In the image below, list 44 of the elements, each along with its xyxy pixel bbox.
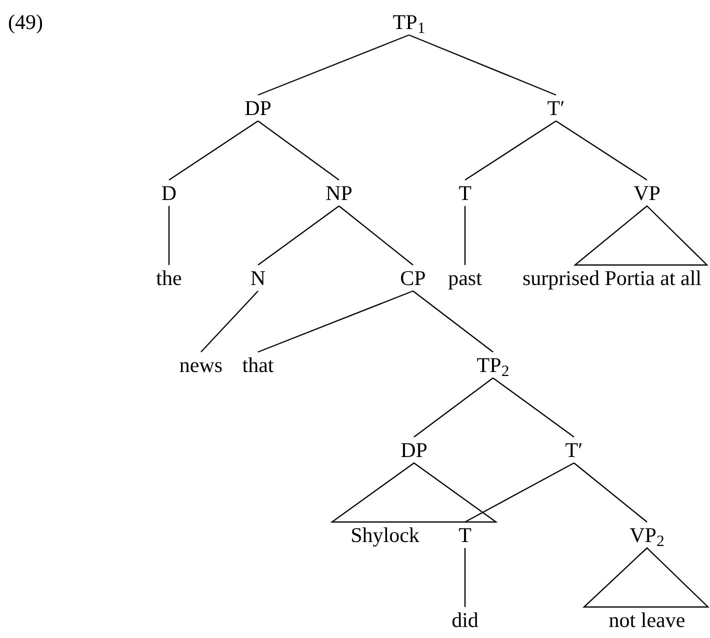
triangle-branch bbox=[582, 547, 710, 608]
branch-line bbox=[414, 378, 494, 438]
branch-line bbox=[574, 462, 648, 522]
branch-line bbox=[412, 290, 494, 352]
tree-node-label: D bbox=[161, 180, 177, 206]
branch-line bbox=[168, 120, 258, 180]
tree-node-label: VP$_{2}$ bbox=[630, 522, 664, 548]
tree-node-label: DP bbox=[244, 95, 272, 121]
tree-node-label: past bbox=[448, 265, 482, 291]
tree-node-label: the bbox=[156, 265, 182, 291]
tree-node-label: T′ bbox=[565, 437, 583, 463]
tree-node-label: T bbox=[458, 180, 472, 206]
branch-line bbox=[200, 290, 258, 352]
branch-line bbox=[168, 206, 170, 265]
tree-node-label: VP bbox=[634, 180, 660, 206]
tree-node-label: T′ bbox=[547, 95, 565, 121]
tree-node-label: Shylock bbox=[350, 522, 420, 548]
branch-line bbox=[258, 206, 340, 266]
branch-line bbox=[464, 120, 556, 180]
branch-line bbox=[464, 548, 466, 607]
tree-node-label: CP bbox=[400, 265, 426, 291]
triangle-branch bbox=[573, 205, 708, 266]
branch-line bbox=[258, 34, 410, 96]
branch-line bbox=[464, 206, 466, 265]
branch-line bbox=[258, 290, 414, 353]
tree-node-label: TP$_{1}$ bbox=[392, 9, 426, 35]
tree-node-label: T bbox=[458, 522, 472, 548]
tree-node-label: DP bbox=[400, 437, 428, 463]
tree-node-label: not leave bbox=[608, 607, 686, 633]
branch-line bbox=[408, 34, 556, 96]
branch-line bbox=[492, 378, 574, 438]
tree-node-label: that bbox=[242, 352, 274, 378]
branch-line bbox=[338, 206, 414, 266]
triangle-branch bbox=[330, 462, 498, 523]
tree-node-label: news bbox=[179, 352, 223, 378]
tree-node-label: surprised Portia at all bbox=[522, 265, 702, 291]
tree-node-label: did bbox=[452, 607, 478, 633]
tree-node-label: TP$_{2}$ bbox=[476, 352, 510, 378]
tree-node-label: N bbox=[250, 265, 266, 291]
branch-line bbox=[464, 462, 574, 523]
branch-line bbox=[556, 120, 648, 180]
branch-line bbox=[258, 120, 340, 180]
example-number: (49) bbox=[8, 9, 43, 35]
tree-node-label: NP bbox=[326, 180, 352, 206]
